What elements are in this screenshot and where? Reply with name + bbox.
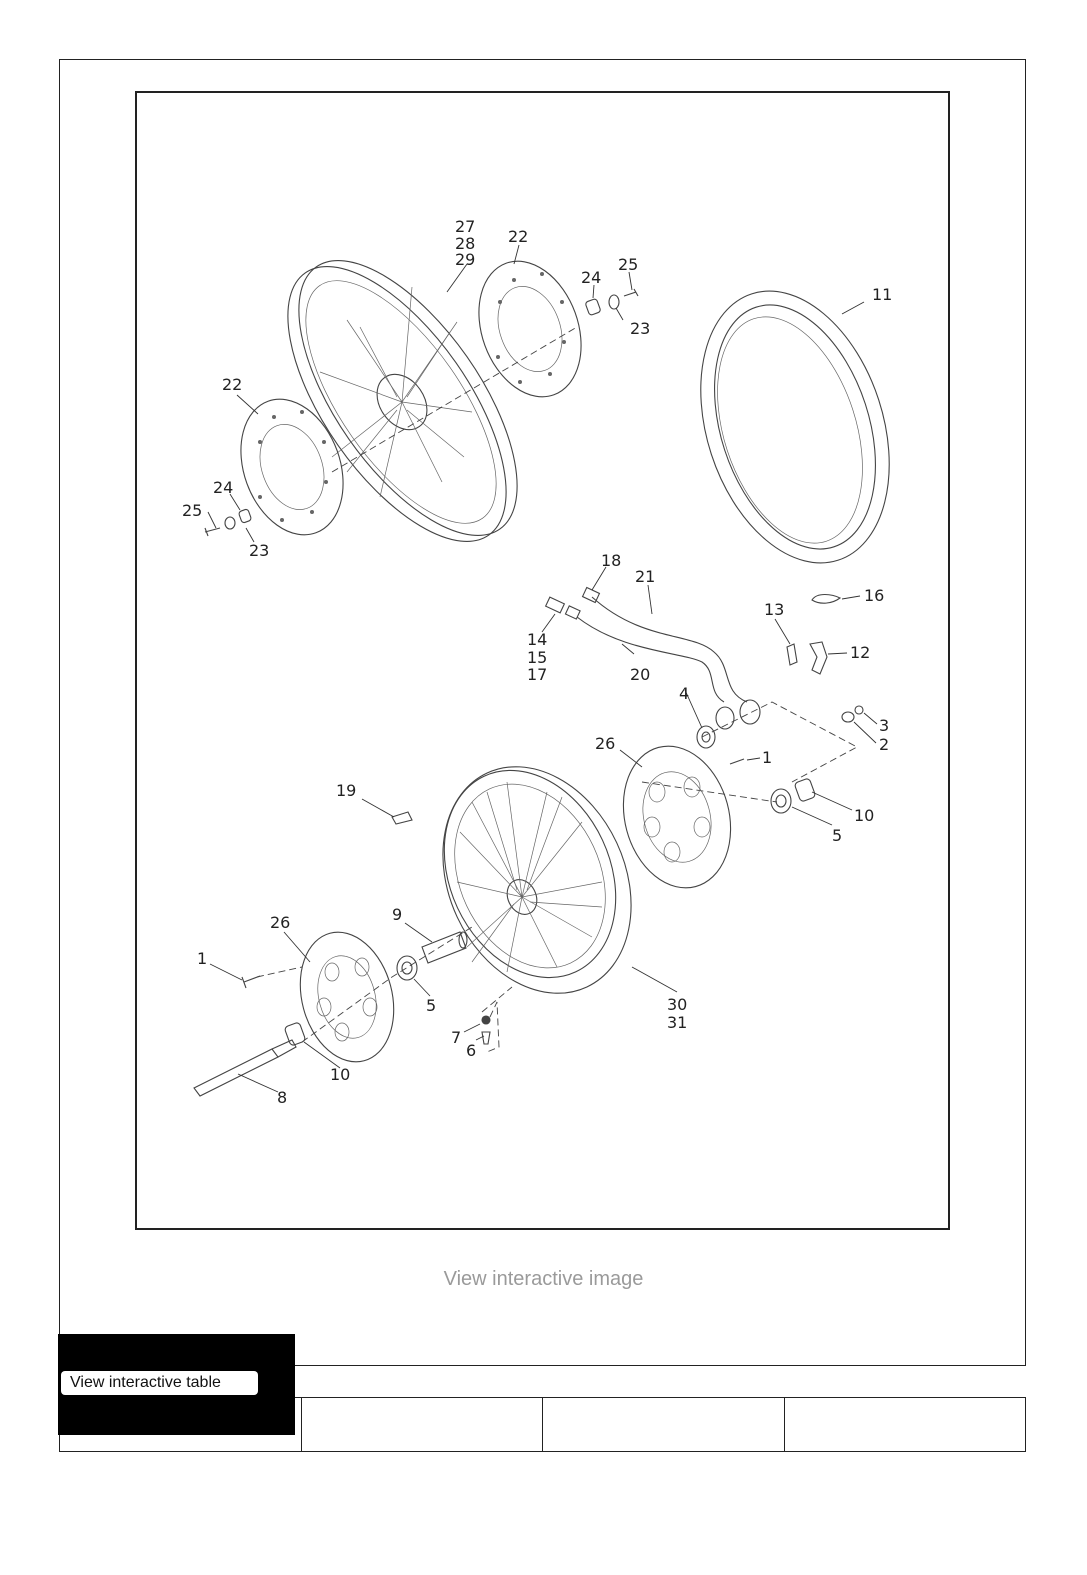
callout-29: 29 [455,250,475,269]
callout-4: 4 [679,684,689,703]
callout-25-upper: 25 [618,255,638,274]
callout-6: 6 [466,1041,476,1060]
callout-7: 7 [451,1028,461,1047]
screw-1-upper [729,758,745,765]
leader-lines [207,244,878,1093]
clip-16 [811,593,842,604]
spacer-10-upper [794,778,816,802]
callout-27: 27 [455,217,475,236]
callout-20: 20 [630,665,650,684]
assembly-line-mid [641,781,778,803]
spacer-9 [421,931,468,964]
callout-13: 13 [764,600,784,619]
nut-3-washer-2 [841,705,864,723]
callout-16: 16 [864,586,884,605]
callout-30: 30 [667,995,687,1014]
callout-11: 11 [872,285,892,304]
callout-labels: 27 28 29 22 24 25 23 11 22 24 25 23 18 2… [182,217,892,1107]
upper-right-hardware [585,288,639,316]
callout-17: 17 [527,665,547,684]
callout-14: 14 [527,630,547,649]
callout-22-upper: 22 [508,227,528,246]
spacer-10-lower [284,1022,306,1046]
exploded-parts-diagram[interactable]: 27 28 29 22 24 25 23 11 22 24 25 23 18 2… [135,91,950,1230]
view-interactive-table-button[interactable]: View interactive table [61,1371,258,1395]
front-wheel-30-31 [442,766,632,994]
callout-24-lower: 24 [213,478,233,497]
valve-6-7 [481,1015,491,1045]
upper-wheel-rim [287,260,518,542]
bearing-5-lower [396,955,418,981]
clip-13 [786,643,798,666]
callout-10-upper: 10 [854,806,874,825]
callout-22-lower: 22 [222,375,242,394]
callout-24-upper: 24 [581,268,601,287]
weight-19 [391,811,413,825]
brake-disc-22-right [478,260,582,398]
callout-15: 15 [527,648,547,667]
bracket-12 [809,641,828,675]
callout-10-lower: 10 [330,1065,350,1084]
sensor-harness [544,586,761,730]
brake-disc-26-right [622,745,732,889]
page-frame [59,59,1026,1366]
callout-31: 31 [667,1013,687,1032]
screw-1-lower [241,975,261,989]
callout-25-lower: 25 [182,501,202,520]
callout-26-upper: 26 [595,734,615,753]
assembly-line-right [701,701,858,783]
table-cell [783,1398,1026,1451]
bearing-4 [696,725,716,749]
bearing-5-upper [770,788,792,814]
callout-23-lower: 23 [249,541,269,560]
axle-8 [193,1039,297,1097]
brake-disc-26-left [299,931,395,1063]
table-cell [300,1398,543,1451]
callout-1-upper: 1 [762,748,772,767]
callout-5-upper: 5 [832,826,842,845]
callout-26-lower: 26 [270,913,290,932]
callout-8: 8 [277,1088,287,1107]
callout-2: 2 [879,735,889,754]
valve-assembly-line [486,1001,500,1053]
brake-disc-22-left [240,398,344,536]
lower-axis-line [256,926,513,1043]
tyre-11 [700,290,890,564]
upper-axis-line [331,326,578,473]
callout-28: 28 [455,234,475,253]
table-cell [542,1398,784,1451]
callout-12: 12 [850,643,870,662]
callout-5-lower: 5 [426,996,436,1015]
callout-3: 3 [879,716,889,735]
callout-18: 18 [601,551,621,570]
callout-1-lower: 1 [197,949,207,968]
callout-23-upper: 23 [630,319,650,338]
callout-19: 19 [336,781,356,800]
callout-21: 21 [635,567,655,586]
callout-9: 9 [392,905,402,924]
lower-left-hardware [204,508,252,537]
view-interactive-image-link[interactable]: View interactive image [443,1268,644,1290]
